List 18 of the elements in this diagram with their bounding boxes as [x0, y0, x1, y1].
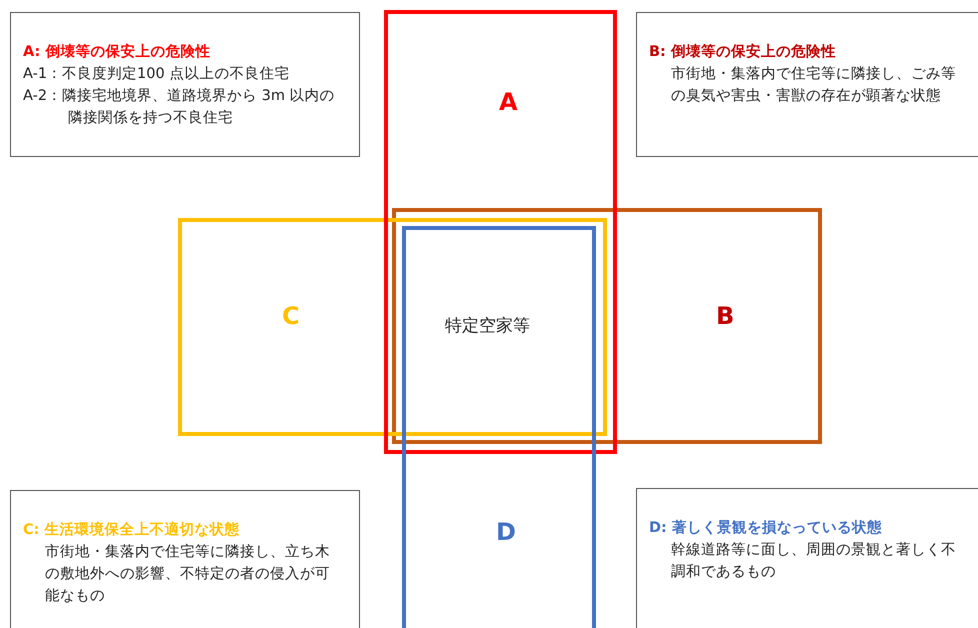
- description-text: 市街地・集落内で住宅等に隣接し、立ち木の敷地外への影響、不特定の者の侵入が可能なもの: [44, 542, 331, 606]
- overlap-label: 特定空家等: [445, 315, 530, 337]
- category-rectangle: [384, 10, 617, 454]
- description-box: [636, 488, 978, 628]
- category-rectangle: [178, 218, 607, 436]
- box-heading: B: 倒壊等の保安上の危険性: [649, 42, 837, 62]
- description-box: [636, 12, 978, 157]
- description-text: 幹線道路等に面し、周囲の景観と著しく不調和であるもの: [670, 541, 957, 582]
- box-heading: A: 倒壊等の保安上の危険性: [23, 42, 212, 62]
- box-heading: D: 著しく景観を損なっている状態: [649, 518, 883, 538]
- description-box: [10, 12, 360, 157]
- category-rectangle: [392, 208, 822, 444]
- category-rectangle: [402, 226, 596, 628]
- description-text: A-1：不良度判定100 点以上の不良住宅: [23, 64, 290, 84]
- description-text: A-2：隣接宅地境界、道路境界から 3m 以内の隣接関係を持つ不良住宅: [23, 86, 336, 128]
- box-heading: C: 生活環境保全上不適切な状態: [23, 520, 240, 540]
- description-box: [10, 490, 360, 628]
- description-text: 市街地・集落内で住宅等に隣接し、ごみ等の臭気や害虫・害獣の存在が顕著な状態: [670, 64, 957, 106]
